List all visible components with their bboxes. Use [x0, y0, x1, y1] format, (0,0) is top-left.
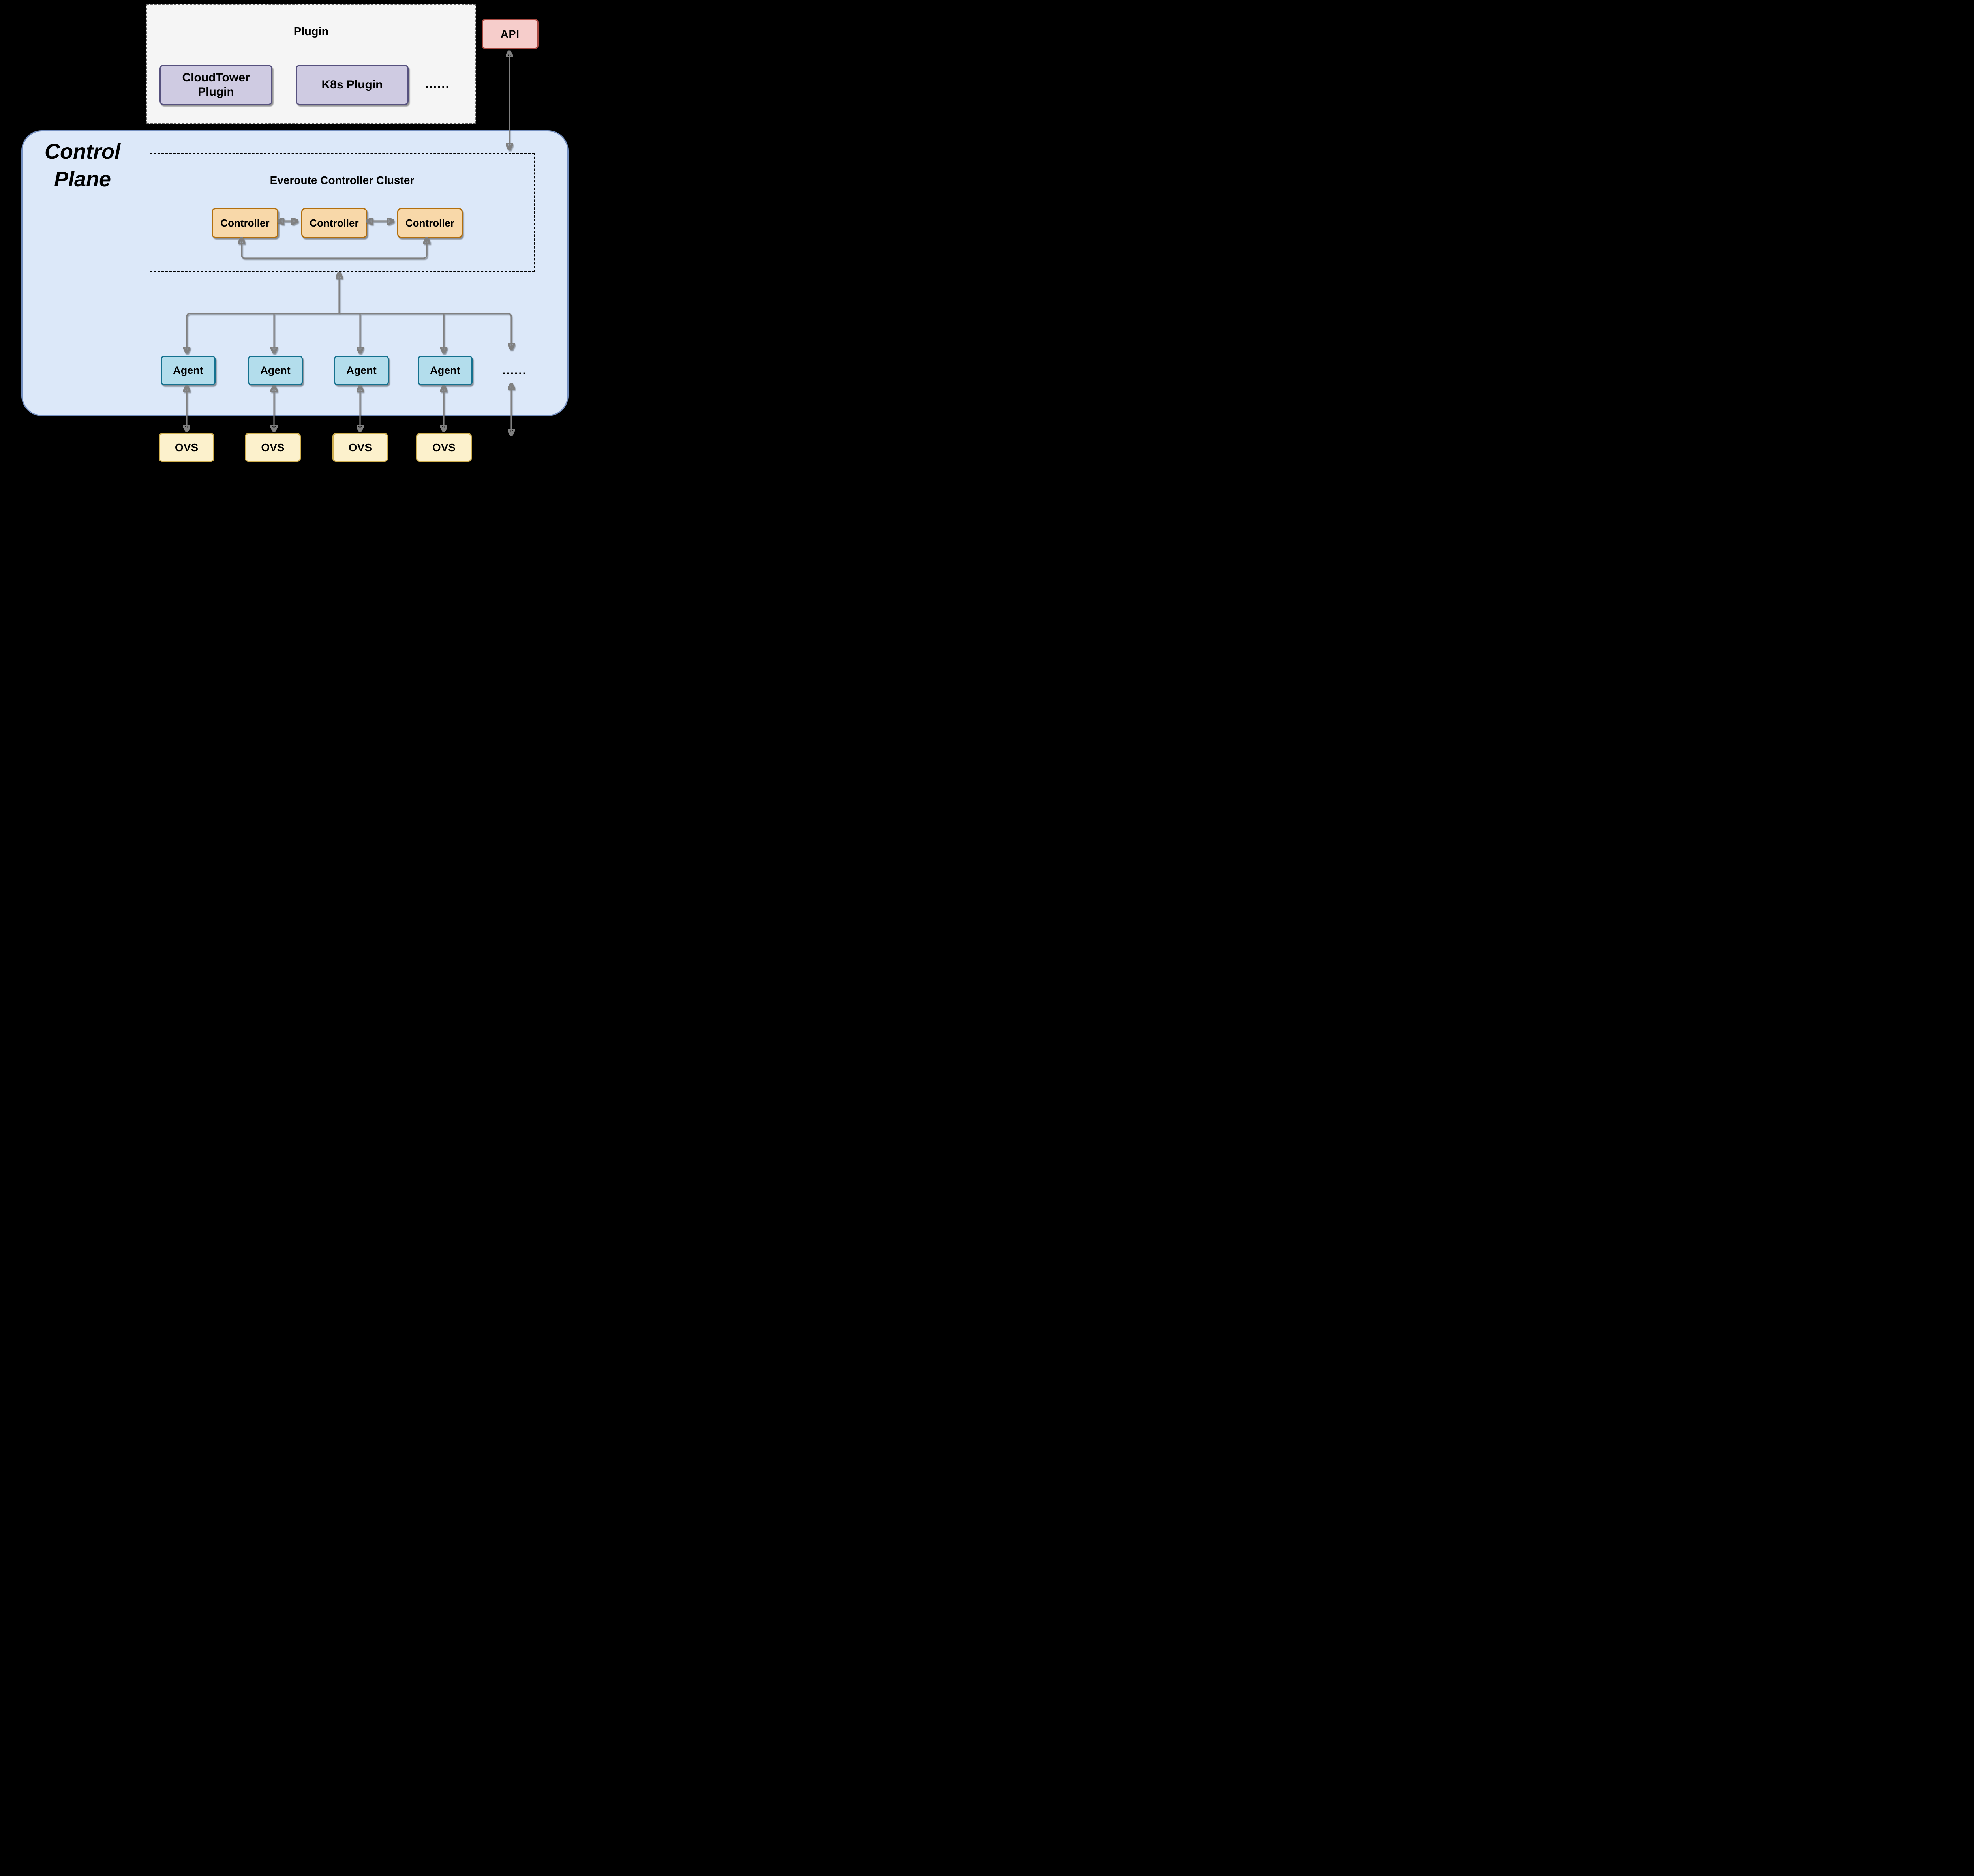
- cluster-title: Everoute Controller Cluster: [270, 174, 415, 186]
- edge-bus-main: [187, 313, 511, 353]
- agent-node-3: Agent: [334, 356, 389, 385]
- agent-node-4: Agent: [418, 356, 473, 385]
- k8s-plugin-node: K8s Plugin: [296, 65, 409, 105]
- control-plane-label-line2: Plane: [54, 167, 111, 191]
- agents-ellipsis: ......: [502, 364, 527, 377]
- control-plane-label: Control Plane: [37, 138, 128, 193]
- control-plane-label-line1: Control: [45, 140, 120, 163]
- agent-node-1: Agent: [161, 356, 216, 385]
- ovs-node-2: OVS: [245, 433, 301, 462]
- ovs-node-4: OVS: [416, 433, 472, 462]
- ovs-node-3: OVS: [332, 433, 388, 462]
- plugin-group-title: Plugin: [293, 25, 329, 38]
- plugin-group-container: Plugin CloudTower Plugin K8s Plugin ....…: [146, 4, 476, 124]
- edge-controller1-controller3-loop: [242, 238, 427, 259]
- connector-layer: [0, 0, 574, 469]
- api-node: API: [482, 19, 539, 49]
- plugin-ellipsis: ......: [425, 78, 450, 91]
- architecture-diagram: Plugin CloudTower Plugin K8s Plugin ....…: [0, 0, 574, 469]
- cloudtower-plugin-node: CloudTower Plugin: [159, 65, 272, 105]
- everoute-controller-cluster: Everoute Controller Cluster Controller C…: [150, 153, 535, 272]
- controller-node-3: Controller: [397, 208, 463, 238]
- ovs-node-1: OVS: [159, 433, 214, 462]
- agent-node-2: Agent: [248, 356, 303, 385]
- control-plane-container: Control Plane Everoute Controller Cluste…: [21, 130, 569, 416]
